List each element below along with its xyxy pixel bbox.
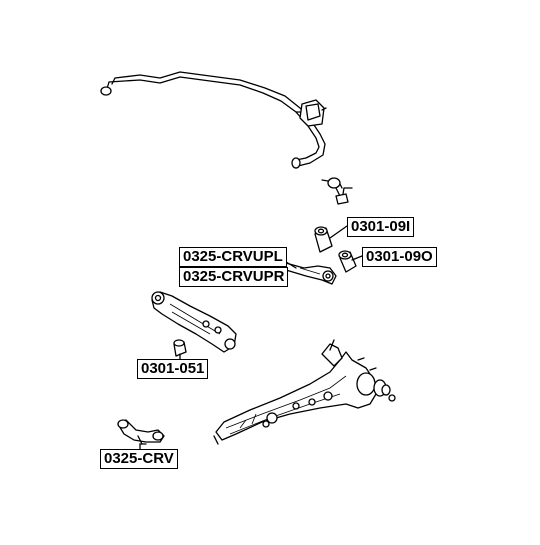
upper-control-arm [281,261,337,285]
lower-arm [117,419,165,445]
label-0301-051[interactable]: 0301-051 [137,359,209,379]
trailing-link-arm [151,291,237,353]
label-0301-09I[interactable]: 0301-09I [347,217,415,237]
label-0325-CRVUPL[interactable]: 0325-CRVUPL [179,247,287,267]
stabilizer-bar [100,71,326,169]
label-0325-CRVUPR[interactable]: 0325-CRVUPR [179,267,289,287]
bushing-outer [338,250,357,273]
stabilizer-bushing [295,99,327,127]
bushing-inner [314,226,333,253]
bushing-0301-051 [173,339,187,357]
stabilizer-link [321,177,353,205]
label-0325-CRV[interactable]: 0325-CRV [100,449,178,469]
label-0301-09O[interactable]: 0301-09O [362,247,437,267]
trailing-arm [213,339,396,445]
